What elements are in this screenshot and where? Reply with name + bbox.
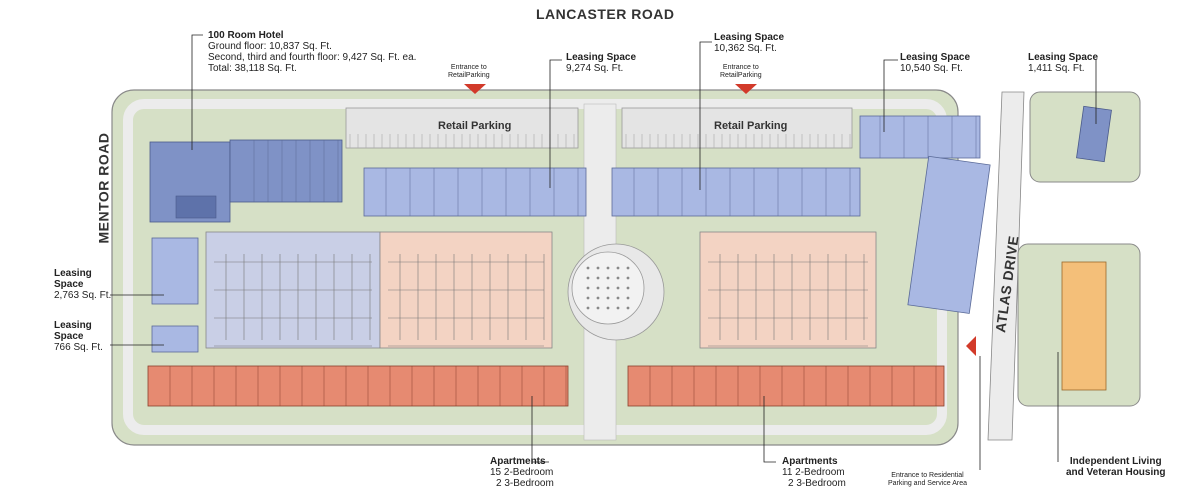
- retail-building-atlas: [907, 155, 991, 314]
- leasing-e-area: 2,763 Sq. Ft.: [54, 290, 112, 301]
- retail-entrance-arrow-east: [735, 84, 757, 94]
- senior-housing-callout: Independent Living and Veteran Housing: [1066, 456, 1165, 478]
- plaza-bollard: [586, 306, 590, 310]
- plaza-bollard: [626, 296, 630, 300]
- plaza-bollard: [616, 306, 620, 310]
- retail-entrance-east-line2: RetailParking: [720, 72, 762, 79]
- residential-entrance-label: Entrance to Residential Parking and Serv…: [888, 472, 967, 488]
- hotel-callout: 100 Room Hotel Ground floor: 10,837 Sq. …: [208, 30, 416, 74]
- road-label-mentor: MENTOR ROAD: [95, 132, 112, 244]
- leasing-callout-a: Leasing Space 9,274 Sq. Ft.: [566, 52, 636, 74]
- leasing-callout-f: Leasing Space 766 Sq. Ft.: [54, 320, 103, 353]
- plaza-bollard: [606, 306, 610, 310]
- apartments-west: [147, 365, 569, 407]
- apartments-east-title: Apartments: [782, 456, 838, 467]
- leasing-b-title: Leasing Space: [714, 32, 785, 43]
- leasing-building-west-small: [151, 325, 199, 353]
- plaza-bollard: [596, 296, 600, 300]
- hotel-building: [149, 139, 343, 223]
- plaza-bollard: [626, 266, 630, 270]
- leasing-f-area: 766 Sq. Ft.: [54, 342, 103, 353]
- apartments-west-title: Apartments: [490, 456, 546, 467]
- apartments-east-2br: 11 2-Bedroom: [782, 467, 845, 478]
- plaza-bollard: [606, 276, 610, 280]
- leasing-f-title1: Leasing: [54, 320, 92, 331]
- retail-entrance-east-line1: Entrance to: [722, 64, 759, 71]
- residential-entrance-line2: Parking and Service Area: [888, 480, 967, 487]
- retail-parking-east-label: Retail Parking: [714, 120, 788, 132]
- plaza-bollard: [586, 266, 590, 270]
- leasing-a-area: 9,274 Sq. Ft.: [566, 63, 624, 74]
- residential-entrance-arrow: [966, 336, 976, 356]
- hotel-total: Total: 38,118 Sq. Ft.: [208, 63, 297, 74]
- apartments-east-callout: Apartments 11 2-Bedroom 2 3-Bedroom: [782, 456, 846, 489]
- leader-lines: [110, 34, 1097, 470]
- hotel-ground-floor: Ground floor: 10,837 Sq. Ft.: [208, 41, 332, 52]
- leasing-d-area: 1,411 Sq. Ft.: [1028, 63, 1085, 74]
- retail-entrance-arrow-west: [464, 84, 486, 94]
- road-label-lancaster: LANCASTER ROAD: [536, 6, 675, 22]
- retail-building-northeast: [859, 115, 981, 159]
- plaza-bollard: [596, 276, 600, 280]
- plaza-bollard: [596, 306, 600, 310]
- leasing-callout-b: Leasing Space 10,362 Sq. Ft.: [714, 32, 784, 54]
- leasing-callout-d: Leasing Space 1,411 Sq. Ft.: [1028, 52, 1098, 74]
- plaza-bollard: [626, 276, 630, 280]
- senior-housing-line2: and Veteran Housing: [1066, 467, 1166, 478]
- apartments-west-2br: 15 2-Bedroom: [490, 467, 554, 478]
- hotel-upper-floors: Second, third and fourth floor: 9,427 Sq…: [208, 52, 417, 63]
- retail-building-west: [363, 167, 587, 217]
- senior-housing-building: [1061, 261, 1107, 391]
- retail-building-east: [611, 167, 861, 217]
- atlas-drive-road: [987, 91, 1025, 441]
- retail-entrance-east-label: Entrance to RetailParking: [720, 64, 762, 80]
- leasing-callout-e: Leasing Space 2,763 Sq. Ft.: [54, 268, 111, 301]
- retail-entrance-west-line2: RetailParking: [448, 72, 490, 79]
- leasing-building-west-large: [151, 237, 199, 305]
- plaza-bollard: [596, 286, 600, 290]
- apartments-east-3br: 2 3-Bedroom: [788, 478, 846, 489]
- leasing-building-northeast-small: [1076, 105, 1112, 163]
- plaza-bollard: [606, 286, 610, 290]
- plaza-bollard: [606, 296, 610, 300]
- leasing-e-title1: Leasing: [54, 268, 92, 279]
- retail-parking-east: [621, 107, 853, 149]
- apartments-west-3br: 2 3-Bedroom: [496, 478, 554, 489]
- leasing-a-title: Leasing Space: [566, 52, 637, 63]
- retail-entrance-west-label: Entrance to RetailParking: [448, 64, 490, 80]
- plaza-bollard: [616, 276, 620, 280]
- leasing-d-title: Leasing Space: [1028, 52, 1099, 63]
- plaza-bollard: [606, 266, 610, 270]
- plaza-bollard: [616, 266, 620, 270]
- residential-entrance-line1: Entrance to Residential: [891, 472, 964, 479]
- leasing-b-area: 10,362 Sq. Ft.: [714, 43, 777, 54]
- leasing-c-area: 10,540 Sq. Ft.: [900, 63, 963, 74]
- plaza-bollard: [616, 296, 620, 300]
- senior-housing-line1: Independent Living: [1069, 456, 1162, 467]
- apartments-west-callout: Apartments 15 2-Bedroom 2 3-Bedroom: [490, 456, 554, 489]
- leasing-callout-c: Leasing Space 10,540 Sq. Ft.: [900, 52, 970, 74]
- plaza-bollard: [586, 296, 590, 300]
- central-plaza: [567, 243, 665, 341]
- apartments-east: [627, 365, 945, 407]
- plaza-bollard: [586, 276, 590, 280]
- hotel-title: 100 Room Hotel: [208, 30, 284, 41]
- plaza-bollard: [616, 286, 620, 290]
- plaza-bollard: [626, 306, 630, 310]
- plaza-bollard: [586, 286, 590, 290]
- plaza-bollard: [626, 286, 630, 290]
- plaza-bollard: [596, 266, 600, 270]
- retail-parking-west-label: Retail Parking: [438, 120, 512, 132]
- retail-entrance-west-line1: Entrance to: [450, 64, 487, 71]
- leasing-f-title2: Space: [54, 331, 84, 342]
- leasing-c-title: Leasing Space: [900, 52, 971, 63]
- leasing-e-title2: Space: [54, 279, 84, 290]
